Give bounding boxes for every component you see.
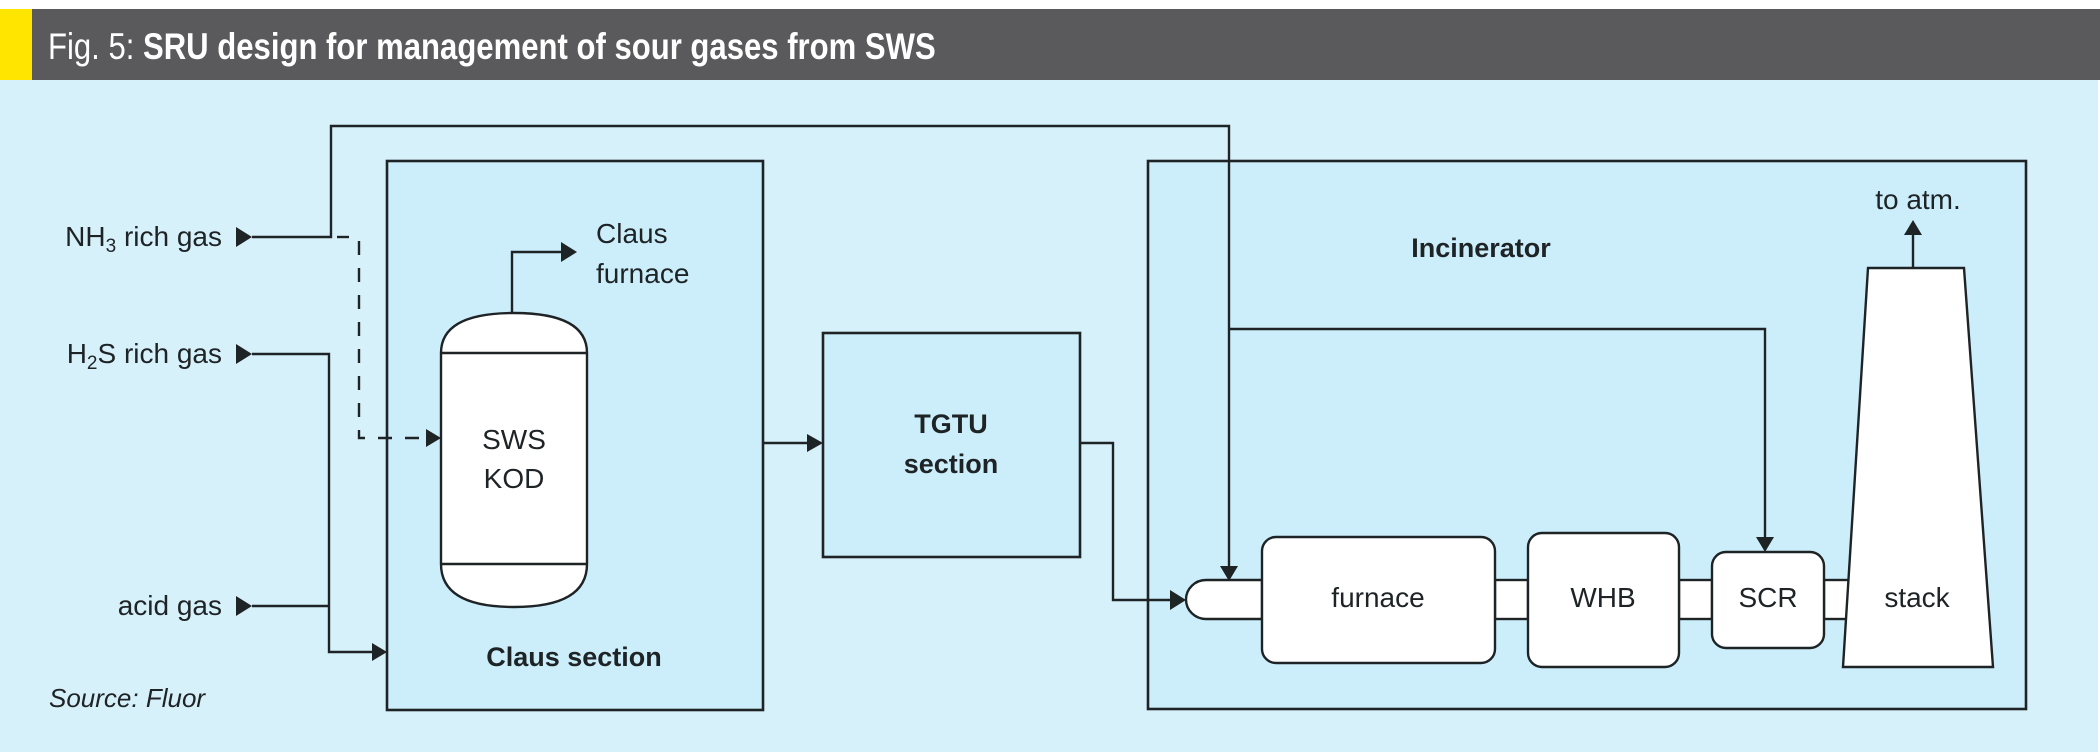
figure-title-text: SRU design for management of sour gases … [143, 26, 936, 67]
scr-feed-line [1229, 327, 1767, 540]
tgtu-section-box [821, 331, 1082, 559]
nh3-bypass-line [252, 124, 1231, 570]
tgtu-inlet-arrow [807, 434, 823, 452]
incinerator-furnace [1260, 535, 1497, 665]
duct-whb-scr [1677, 578, 1714, 621]
to-atm-arrow [1904, 220, 1922, 235]
whb-label: WHB [1570, 582, 1635, 613]
claus-furnace-label-line1: Claus [596, 218, 668, 249]
waste-heat-boiler [1526, 531, 1681, 669]
scr-unit [1710, 550, 1826, 650]
claus-furnace-line [510, 250, 563, 313]
claus-furnace-arrow [561, 242, 577, 262]
scr-inlet-arrow [1756, 537, 1774, 552]
figure-header: Fig. 5: SRU design for management of sou… [0, 9, 2100, 80]
burner-inlet-arrow [1220, 566, 1238, 581]
figure-number: Fig. 5: [48, 26, 144, 67]
h2s-rich-gas-label: H2S rich gas [67, 338, 222, 374]
furnace-label: furnace [1331, 582, 1424, 613]
acid-gas-input-arrow [236, 596, 252, 616]
nh3-dashed-line [357, 241, 428, 440]
burner-side-arrow [1170, 590, 1186, 610]
nh3-rich-gas-label: NH3 rich gas [65, 221, 222, 257]
nh3-input-arrow [236, 227, 252, 247]
process-flow-diagram: NH3 rich gas H2S rich gas acid gas Claus… [49, 124, 2028, 713]
stack-label: stack [1884, 582, 1950, 613]
source-credit: Source: Fluor [49, 683, 206, 713]
stack [1841, 266, 1995, 669]
h2s-line [252, 352, 374, 654]
tgtu-to-incinerator-line [1080, 441, 1172, 602]
scr-label: SCR [1738, 582, 1797, 613]
acid-gas-label: acid gas [118, 590, 222, 621]
sws-kod-label-line1: SWS [482, 424, 546, 455]
incinerator-label: Incinerator [1411, 233, 1551, 263]
claus-section-label: Claus section [486, 642, 662, 672]
claus-inlet-arrow [372, 643, 387, 661]
to-atm-label: to atm. [1875, 184, 1961, 215]
burner-nozzle [1184, 578, 1264, 621]
duct-furnace-whb [1493, 578, 1530, 621]
tgtu-label-line1: TGTU [914, 409, 988, 439]
diagram-canvas: NH3 rich gas H2S rich gas acid gas Claus… [0, 80, 2098, 752]
claus-furnace-label-line2: furnace [596, 258, 689, 289]
kod-inlet-arrow [426, 429, 441, 447]
figure-title: Fig. 5: SRU design for management of sou… [48, 19, 936, 75]
sws-kod-label-line2: KOD [484, 463, 545, 494]
header-accent-bar [0, 9, 32, 80]
tgtu-label-line2: section [904, 449, 999, 479]
h2s-input-arrow [236, 344, 252, 364]
